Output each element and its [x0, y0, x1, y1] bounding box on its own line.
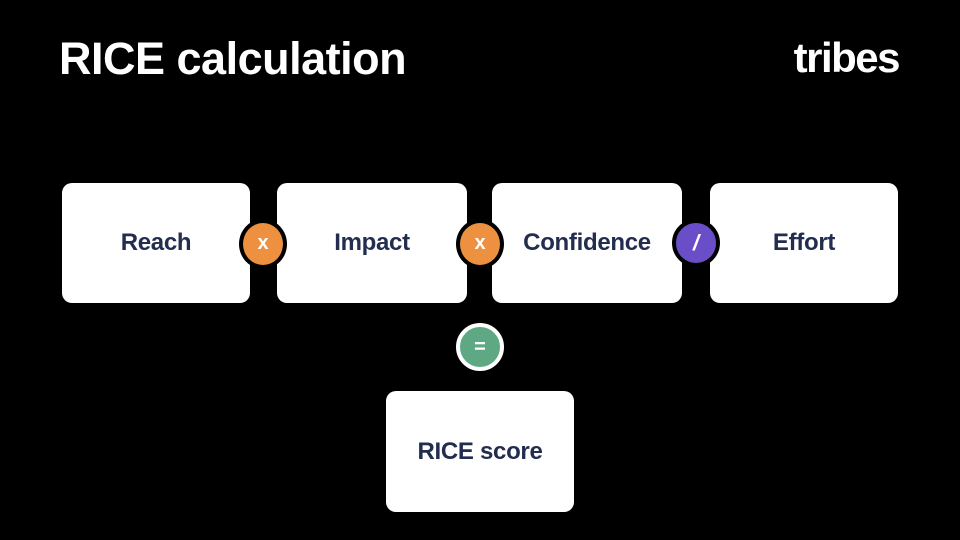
multiply-symbol: x [474, 232, 486, 254]
page-title: RICE calculation [59, 33, 407, 84]
box-rice-score: RICE score [386, 391, 574, 512]
box-reach-label: Reach [120, 229, 192, 256]
box-effort-label: Effort [772, 229, 836, 256]
divide-symbol: / [692, 230, 700, 255]
divide-operator-icon: / [672, 219, 720, 267]
box-impact-label: Impact [334, 229, 410, 256]
multiply-operator-icon: x [456, 219, 504, 269]
equals-operator-icon: = [456, 323, 504, 371]
equals-symbol: = [474, 336, 486, 358]
multiply-symbol: x [257, 232, 269, 254]
box-impact: Impact [277, 183, 467, 303]
brand-logo: tribes [793, 34, 901, 81]
box-effort: Effort [710, 183, 898, 303]
box-rice-score-label: RICE score [417, 437, 543, 465]
box-confidence-label: Confidence [523, 229, 651, 256]
box-confidence: Confidence [492, 183, 682, 303]
multiply-operator-icon: x [239, 219, 287, 269]
box-reach: Reach [62, 183, 250, 303]
